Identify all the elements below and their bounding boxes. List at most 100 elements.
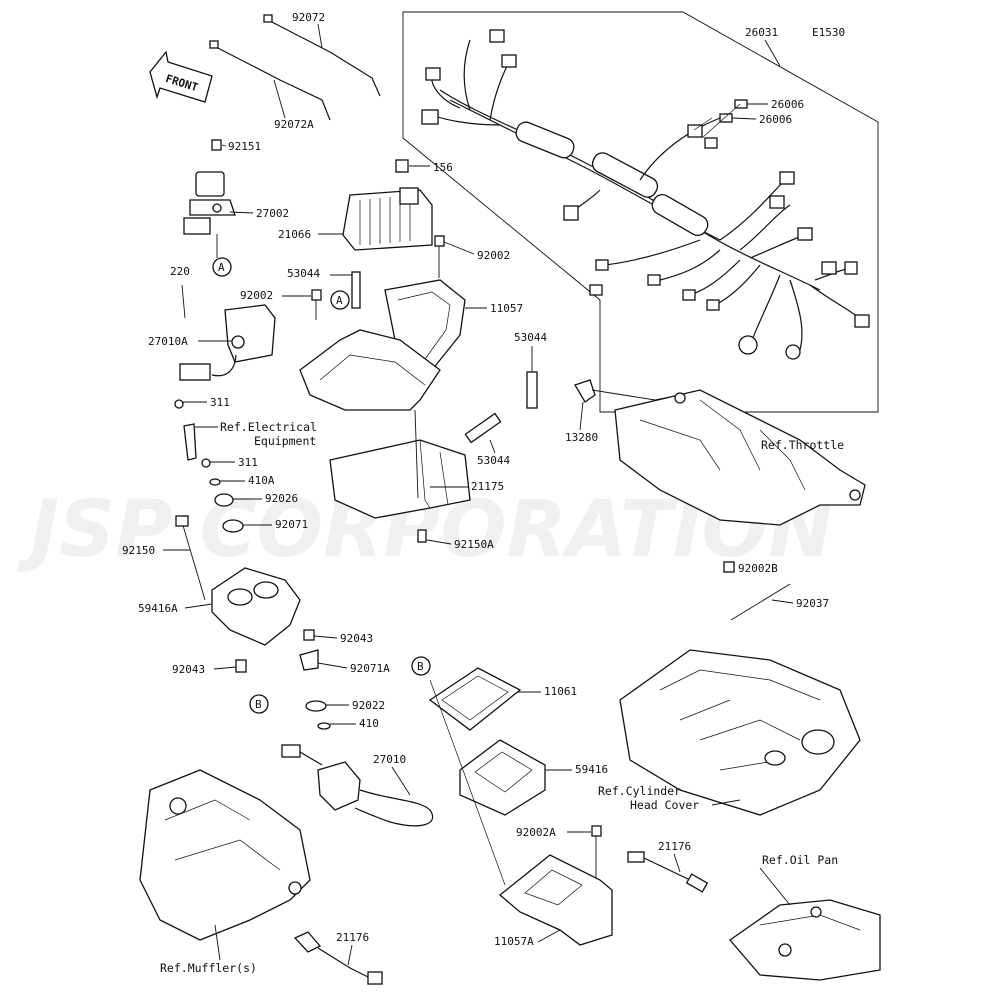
throttle-mount [674,392,686,404]
sensor-hole [231,335,245,349]
throttle-body [614,389,866,526]
ref-cylinder-2: Head Cover [630,798,699,812]
sensor-21176-b-connector [367,971,383,985]
bolt-electrical [183,423,197,461]
sensor-27010-body [317,761,361,811]
leader-13280 [579,401,584,431]
grommet-92026 [214,493,234,507]
mount-port [253,581,279,599]
label-27010: 27010 [373,753,406,766]
assembly-line [429,679,506,886]
front-arrow: FRONT [149,50,213,103]
leader-92072 [317,23,323,49]
cable-tie-body [267,19,381,97]
nut-311-a [174,399,184,409]
leader-27010 [391,766,411,796]
harness-branch [693,103,741,139]
leader-92043-b [213,666,237,670]
sensor-body [224,304,276,363]
harness-branch [639,117,721,181]
gasket-11061 [428,667,522,731]
leader-ref-muffler [214,924,221,961]
ref-throttle: Ref.Throttle [761,438,844,452]
label-21066: 21066 [278,228,311,241]
ref-muffler: Ref.Muffler(s) [160,961,257,975]
label-92037: 92037 [796,597,829,610]
leader-92043-a [313,635,338,639]
washer-410A [209,478,221,486]
label-311-a: 311 [210,396,230,409]
label-13280: 13280 [565,431,598,444]
harness-connector [785,344,801,360]
harness-connector [706,299,720,311]
label-92043-a: 92043 [340,632,373,645]
callout-b-1-text: B [255,698,262,711]
sensor-connector [179,363,211,381]
throttle-assembly [574,379,866,526]
label-11057A: 11057A [494,935,534,948]
cylinder-head-cover [619,561,861,816]
muffler-port [169,797,187,815]
label-410A: 410A [248,474,275,487]
pin-92043-b [235,659,247,673]
ecu-body [329,439,471,519]
relay-hole [212,203,222,213]
harness-connector [489,29,505,43]
leader-92150A [426,539,452,545]
label-21175: 21175 [471,480,504,493]
label-59416A: 59416A [138,602,178,615]
mount-body [211,567,301,646]
rubber-53044-a [351,271,361,309]
harness-branch [714,264,761,306]
harness-sleeve-3 [651,193,709,237]
label-92072: 92072 [292,11,325,24]
harness-connector [501,54,517,68]
harness-branch [604,239,701,266]
label-11057: 11057 [490,302,523,315]
cover-port [764,750,786,766]
label-92002B: 92002B [738,562,778,575]
bracket-11057A-window [524,869,583,906]
leader-92002-a [443,241,475,255]
leader-59416A [184,603,213,609]
throttle-mount [849,489,861,501]
regulator-fins [359,195,411,245]
sensor-21176-b-wire [317,947,371,979]
bolt-92002-top [434,235,445,247]
ref-oil-pan: Ref.Oil Pan [762,853,838,867]
label-220: 220 [170,265,190,278]
small-parts-column [174,399,244,533]
leader-21176-a [673,853,681,873]
washer-92022 [305,700,327,712]
sensor-21176-wire [643,857,691,881]
leader-26031 [764,39,781,67]
label-311-b: 311 [238,456,258,469]
leader-53044-c [489,439,496,454]
label-53044-a: 53044 [287,267,320,280]
wiring-harness-group [402,11,879,413]
cable-tie-head [263,14,273,23]
harness-connector [797,227,813,241]
muffler-mount [288,881,302,895]
ref-electrical-1: Ref.Electrical [220,420,317,434]
leader-92072A [273,79,286,119]
leader-ref-cylinder [711,799,741,806]
mount-59416-top [474,751,533,793]
harness-connector [844,261,858,275]
harness-connector [647,274,661,286]
sensor-27010-connector [281,744,301,758]
leader-ref-oil-pan [759,867,791,906]
bolt-92150A [417,529,427,543]
harness-boundary [402,11,879,413]
callout-a-2 [330,290,350,310]
cable-tie-body [213,45,331,121]
screw-220 [181,284,186,319]
harness-branch [789,279,803,351]
harness-sleeve-2 [591,152,659,198]
callout-b-2 [411,656,431,676]
label-92150: 92150 [122,544,155,557]
label-92043-b: 92043 [172,663,205,676]
label-92151: 92151 [228,140,261,153]
label-26031: 26031 [745,26,778,39]
